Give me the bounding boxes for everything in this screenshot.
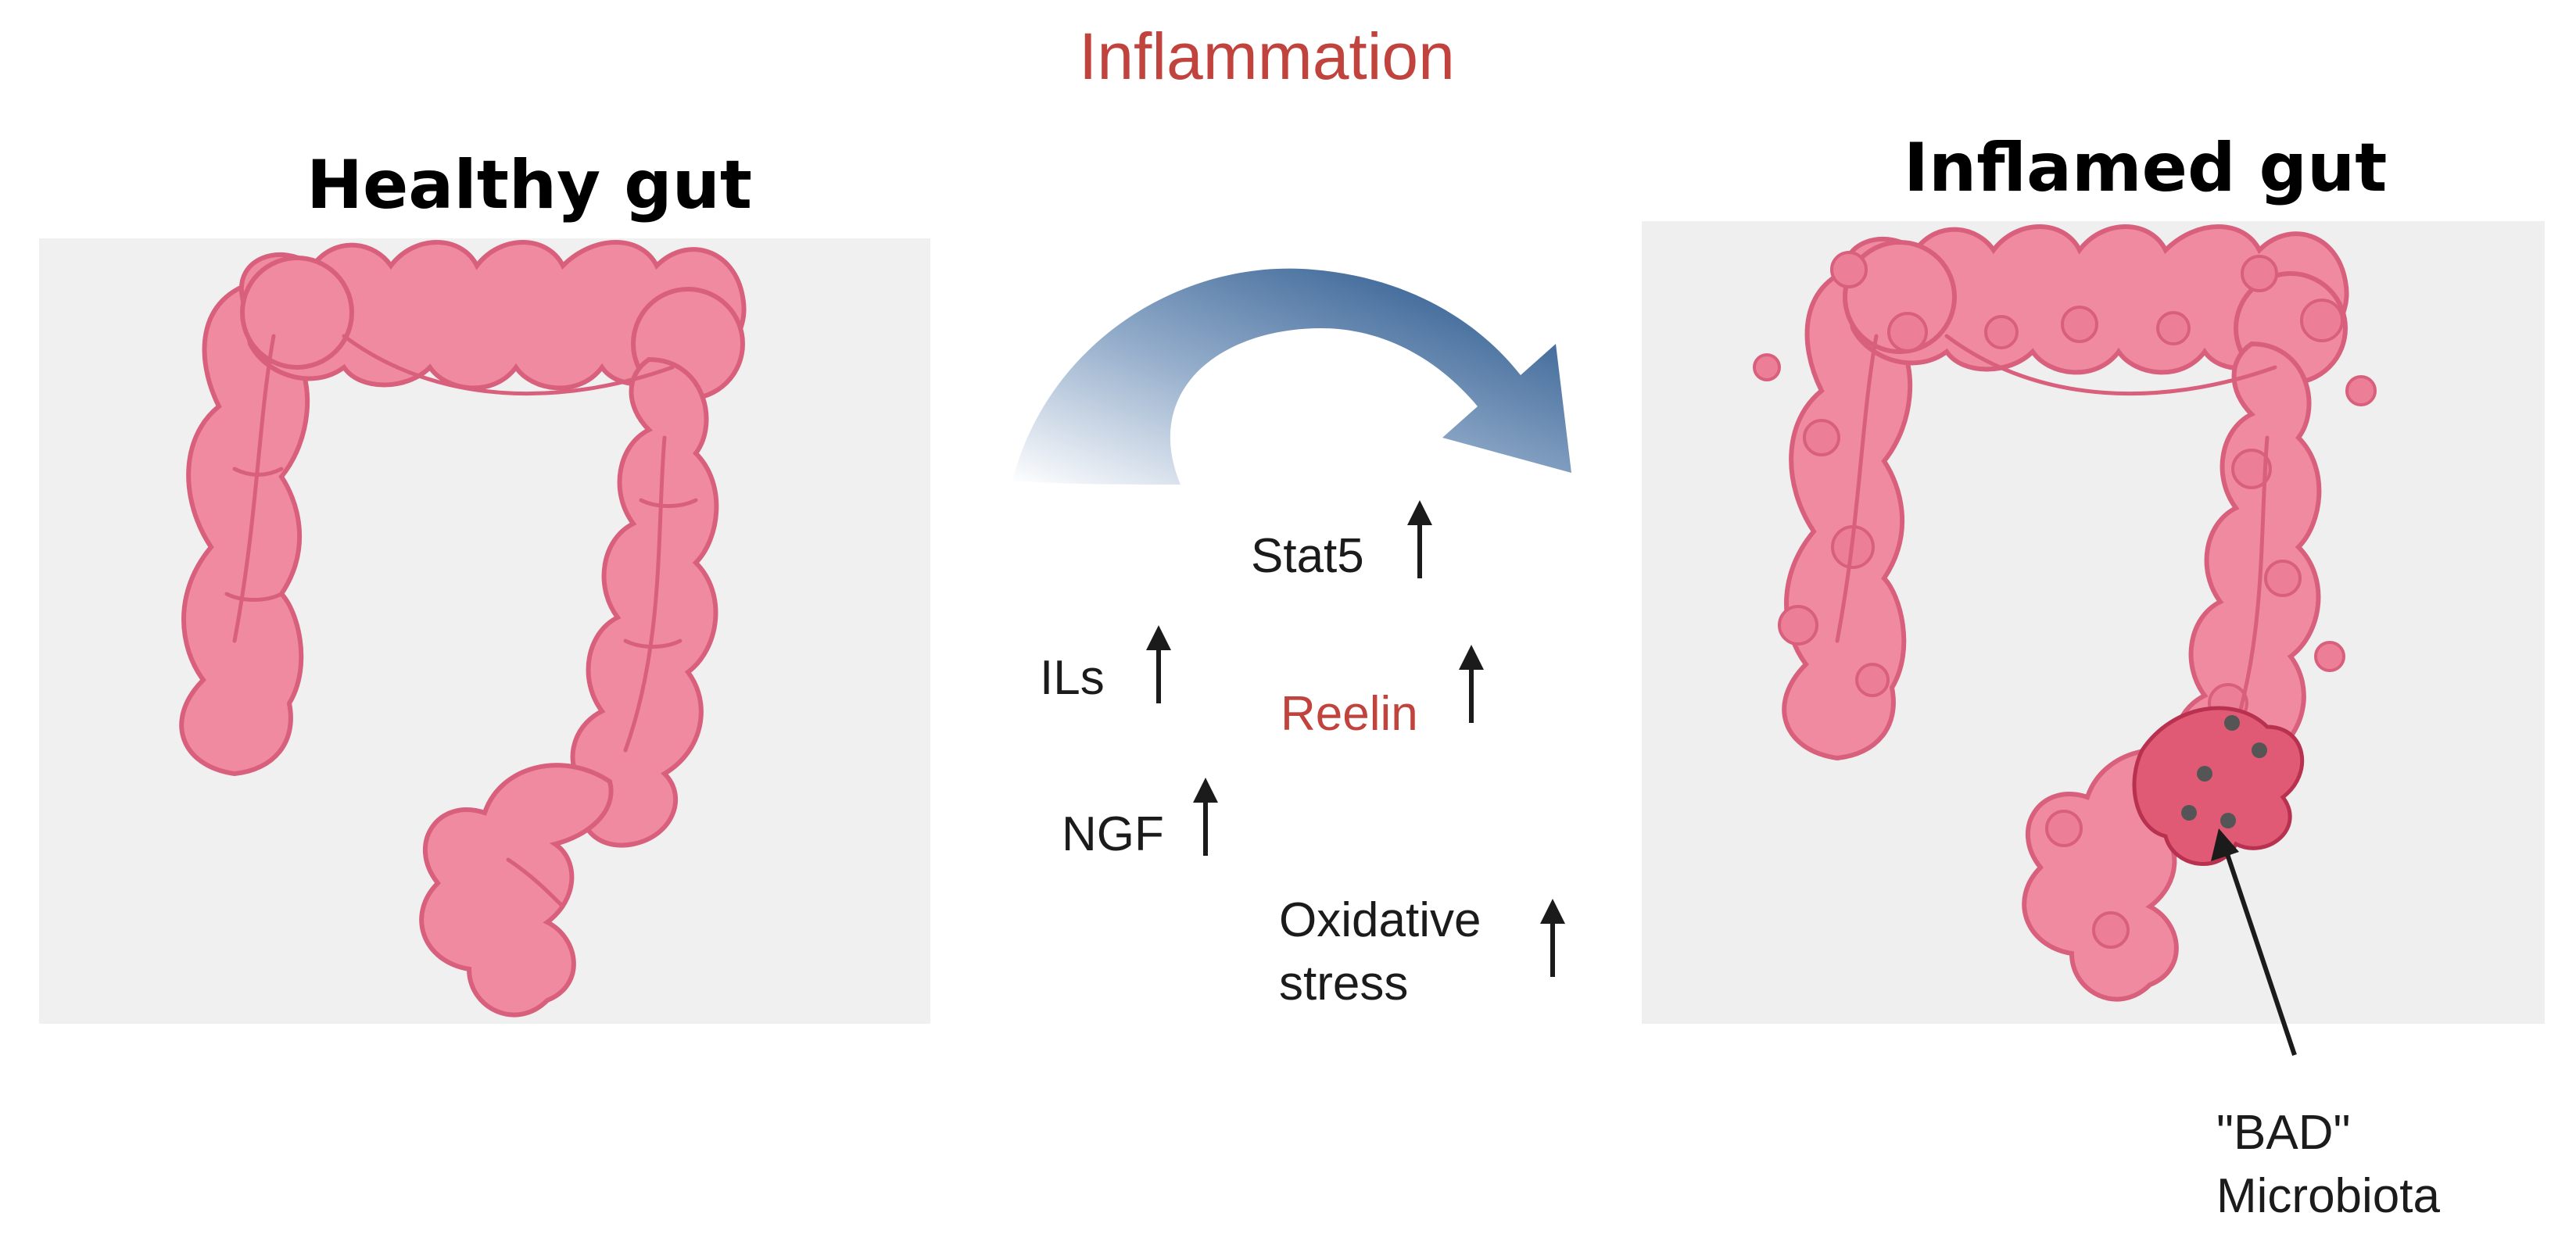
bad-microbiota-label: "BAD" Microbiota bbox=[2216, 1106, 2440, 1223]
ils-up-arrow-icon bbox=[1146, 625, 1171, 703]
marker-stat5: Stat5 bbox=[1251, 529, 1364, 583]
stat5-up-arrow-icon bbox=[1407, 500, 1432, 578]
curved-arrow-icon bbox=[1012, 268, 1571, 485]
marker-oxidative-stress: Oxidative stress bbox=[1279, 893, 1481, 1011]
bad-microbiota-cluster bbox=[2132, 706, 2305, 866]
reelin-up-arrow-icon bbox=[1459, 645, 1484, 723]
healthy-colon bbox=[179, 240, 747, 1018]
marker-reelin: Reelin bbox=[1281, 687, 1418, 741]
inflamed-gut-title: Inflamed gut bbox=[1904, 129, 2388, 207]
inflamed-colon-lines bbox=[1835, 334, 2277, 753]
healthy-gut-title: Healthy gut bbox=[306, 146, 753, 224]
up-arrow-icons bbox=[1146, 500, 1565, 977]
microbiota-pointer-arrow-icon bbox=[2211, 828, 2297, 1056]
oxidative-up-arrow-icon bbox=[1540, 899, 1565, 977]
diagram-title: Inflammation bbox=[1079, 20, 1455, 93]
healthy-colon-lines bbox=[224, 334, 698, 909]
marker-ngf: NGF bbox=[1062, 807, 1164, 861]
ngf-up-arrow-icon bbox=[1193, 778, 1218, 856]
inflamed-colon bbox=[1782, 224, 2349, 1002]
marker-ils: ILs bbox=[1040, 651, 1105, 705]
